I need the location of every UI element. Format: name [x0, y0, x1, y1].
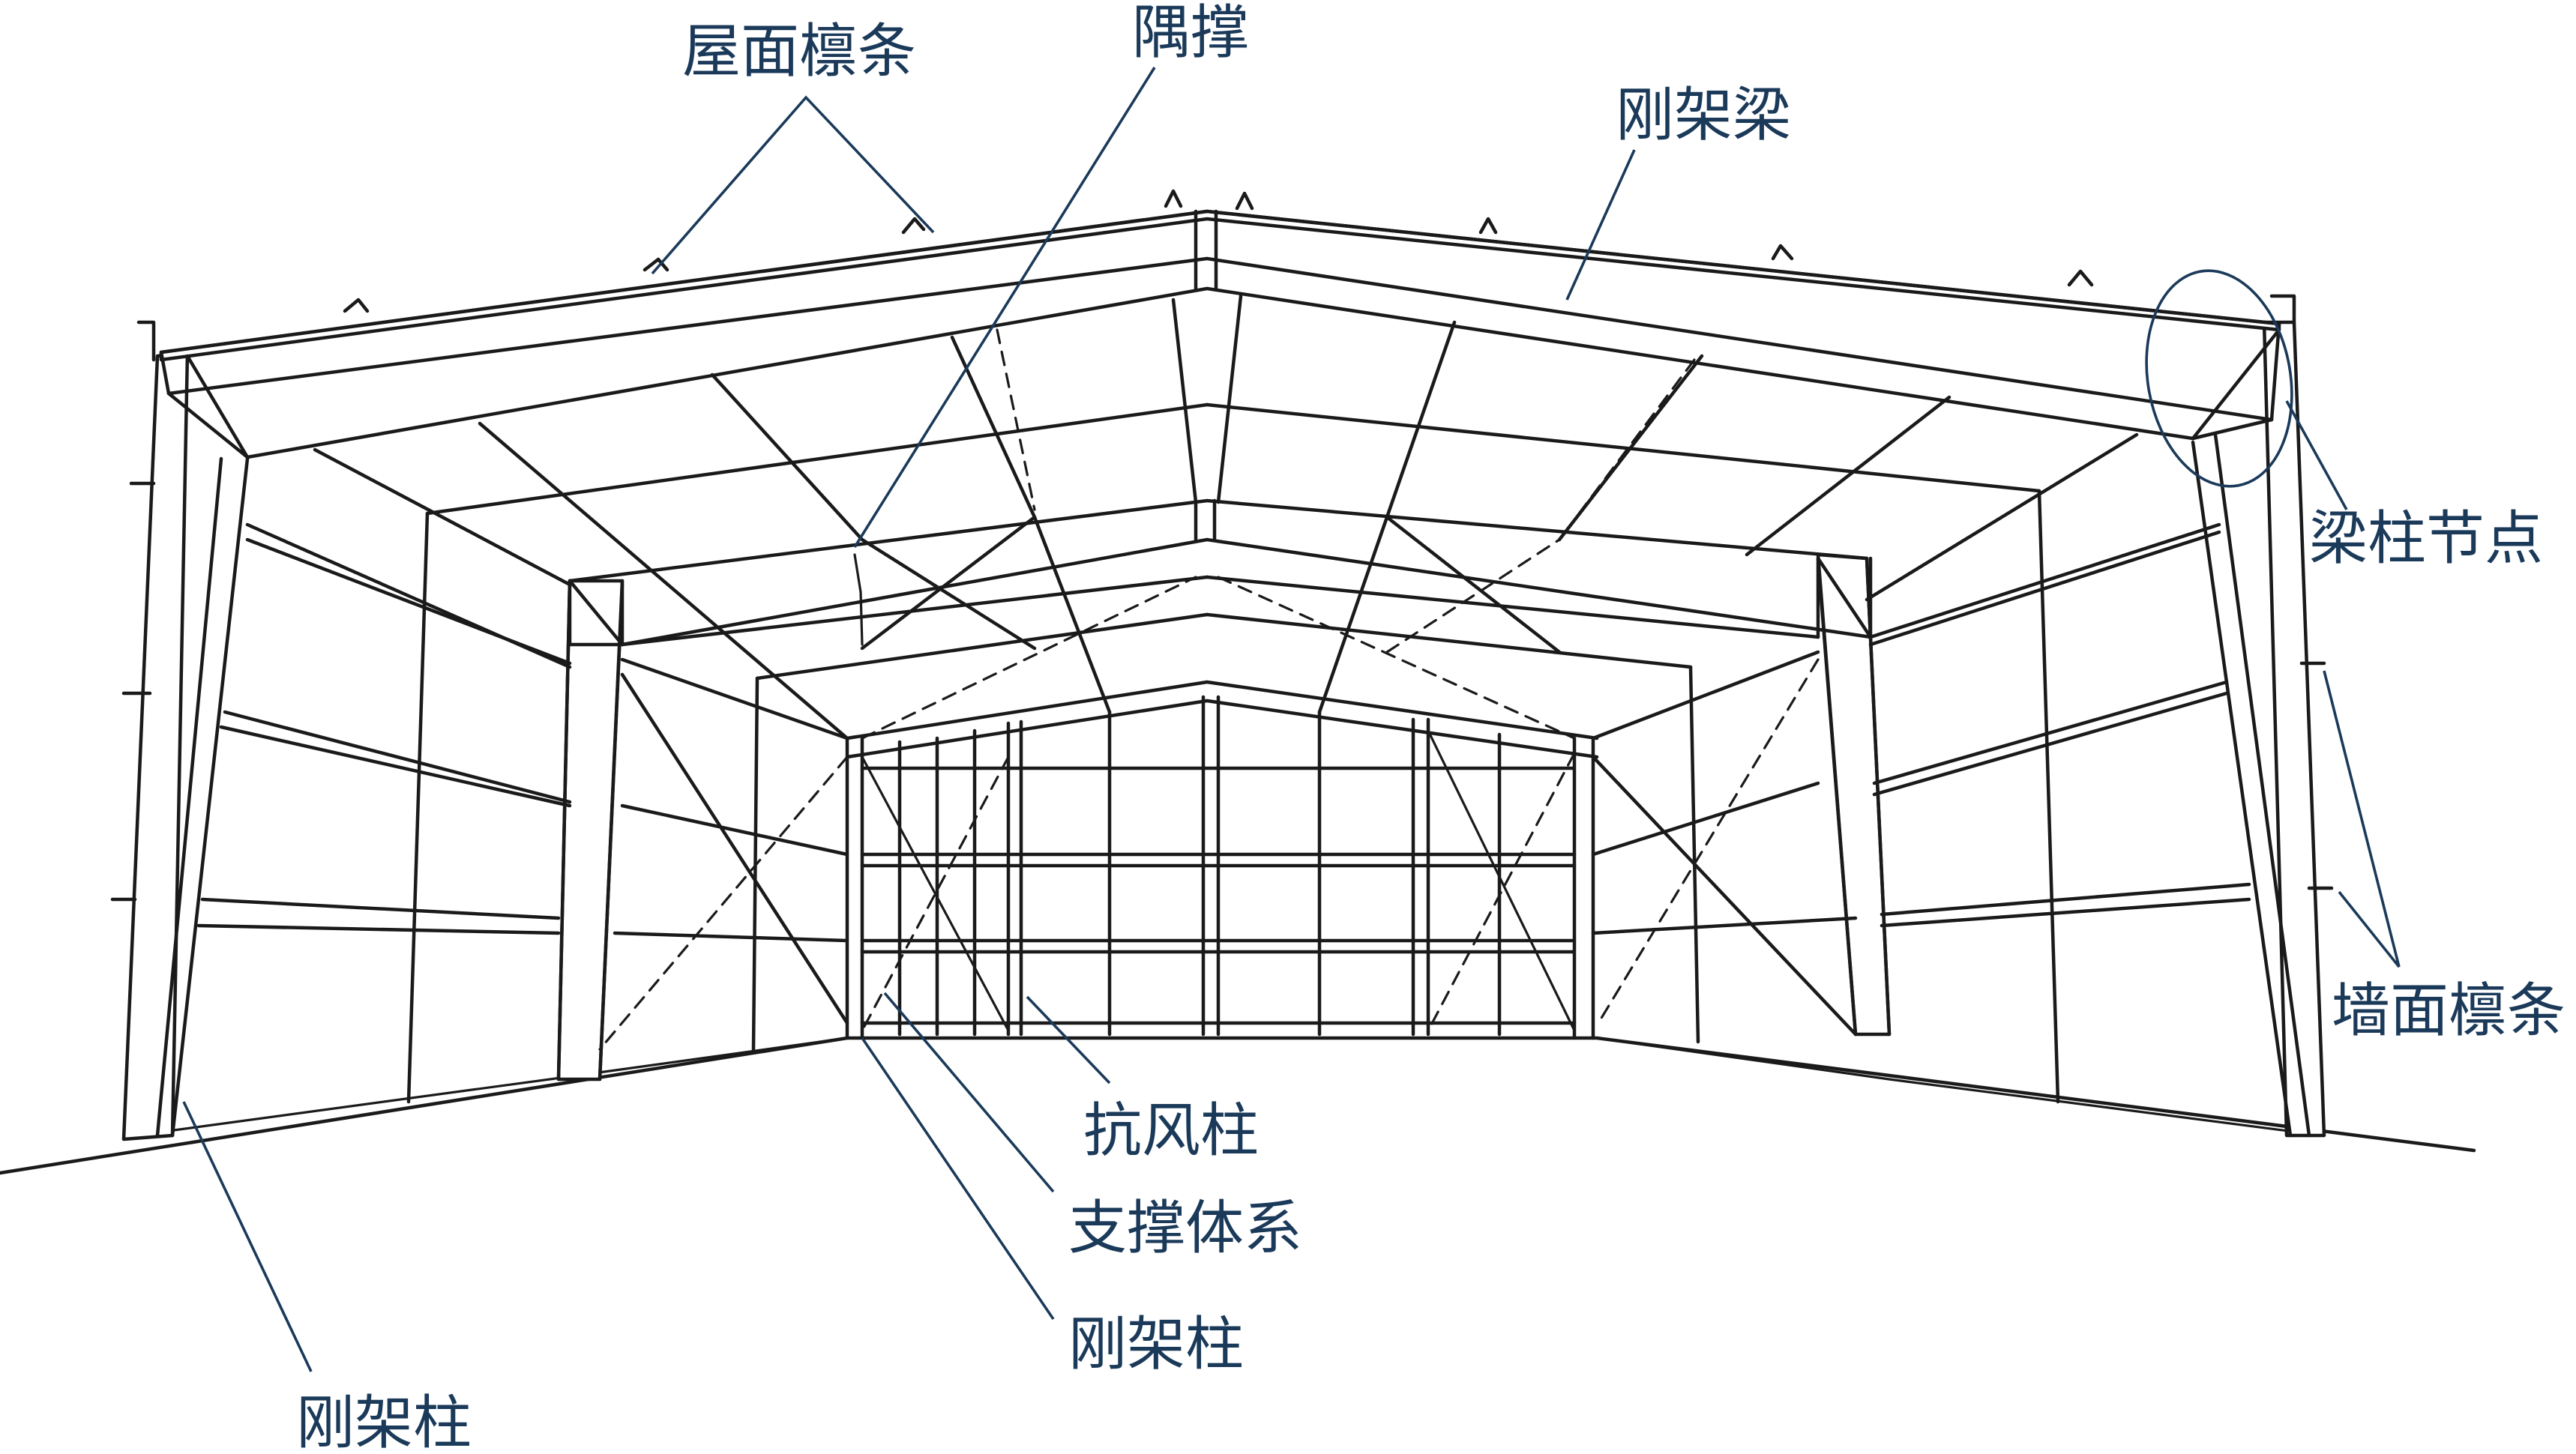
- label-frame-beam: 刚架梁: [1616, 82, 1791, 149]
- steel-portal-frame-structure: [0, 189, 2476, 1175]
- label-wind-column: 抗风柱: [1083, 1097, 1259, 1165]
- front-rafter-beam: [159, 209, 2281, 459]
- ground-line: [0, 1036, 2476, 1175]
- roof-purlin-stubs: [110, 189, 2334, 902]
- label-wall-purlin: 墙面檩条: [2332, 977, 2566, 1045]
- back-gable-frame: [845, 680, 1599, 1040]
- left-side-wall-girts: [196, 511, 849, 1104]
- knee-brace: [853, 553, 864, 646]
- leader-frame-column-center: [861, 1037, 1055, 1321]
- floor-edge-line: [133, 1037, 849, 1137]
- leader-roof-purlin: [651, 95, 935, 275]
- leader-frame-beam: [1565, 149, 1636, 301]
- front-right-frame-column: [2191, 320, 2326, 1138]
- front-left-frame-column: [121, 350, 250, 1141]
- beam-column-joint-ellipse: [2145, 269, 2293, 488]
- leader-knee-brace: [853, 67, 1156, 548]
- leader-frame-column-left: [182, 1101, 313, 1372]
- label-frame-column-center: 刚架柱: [1068, 1311, 1244, 1378]
- label-beam-column-joint: 梁柱节点: [2309, 505, 2543, 573]
- leader-beam-column-joint: [2285, 400, 2348, 510]
- annotation-leaders: [182, 67, 2401, 1372]
- label-knee-brace: 隅撑: [1132, 0, 1249, 67]
- label-bracing-system: 支撑体系: [1068, 1195, 1302, 1262]
- middle-frame: [556, 498, 1892, 1082]
- leader-wind-column: [1026, 995, 1111, 1085]
- annotation-labels: 屋面檩条 隅撑 刚架梁 梁柱节点 墙面檩条 抗风柱 支撑体系 刚架柱 刚架柱: [296, 0, 2566, 1454]
- label-roof-purlin: 屋面檩条: [682, 18, 916, 85]
- leader-bracing-system: [883, 992, 1055, 1193]
- leader-wall-purlin: [2323, 670, 2401, 968]
- back-wall-girts: [860, 710, 1577, 1037]
- label-frame-column-left: 刚架柱: [296, 1390, 472, 1454]
- right-side-wall-girts: [1591, 489, 2251, 1104]
- floor-edge-line-right: [1595, 1037, 2296, 1133]
